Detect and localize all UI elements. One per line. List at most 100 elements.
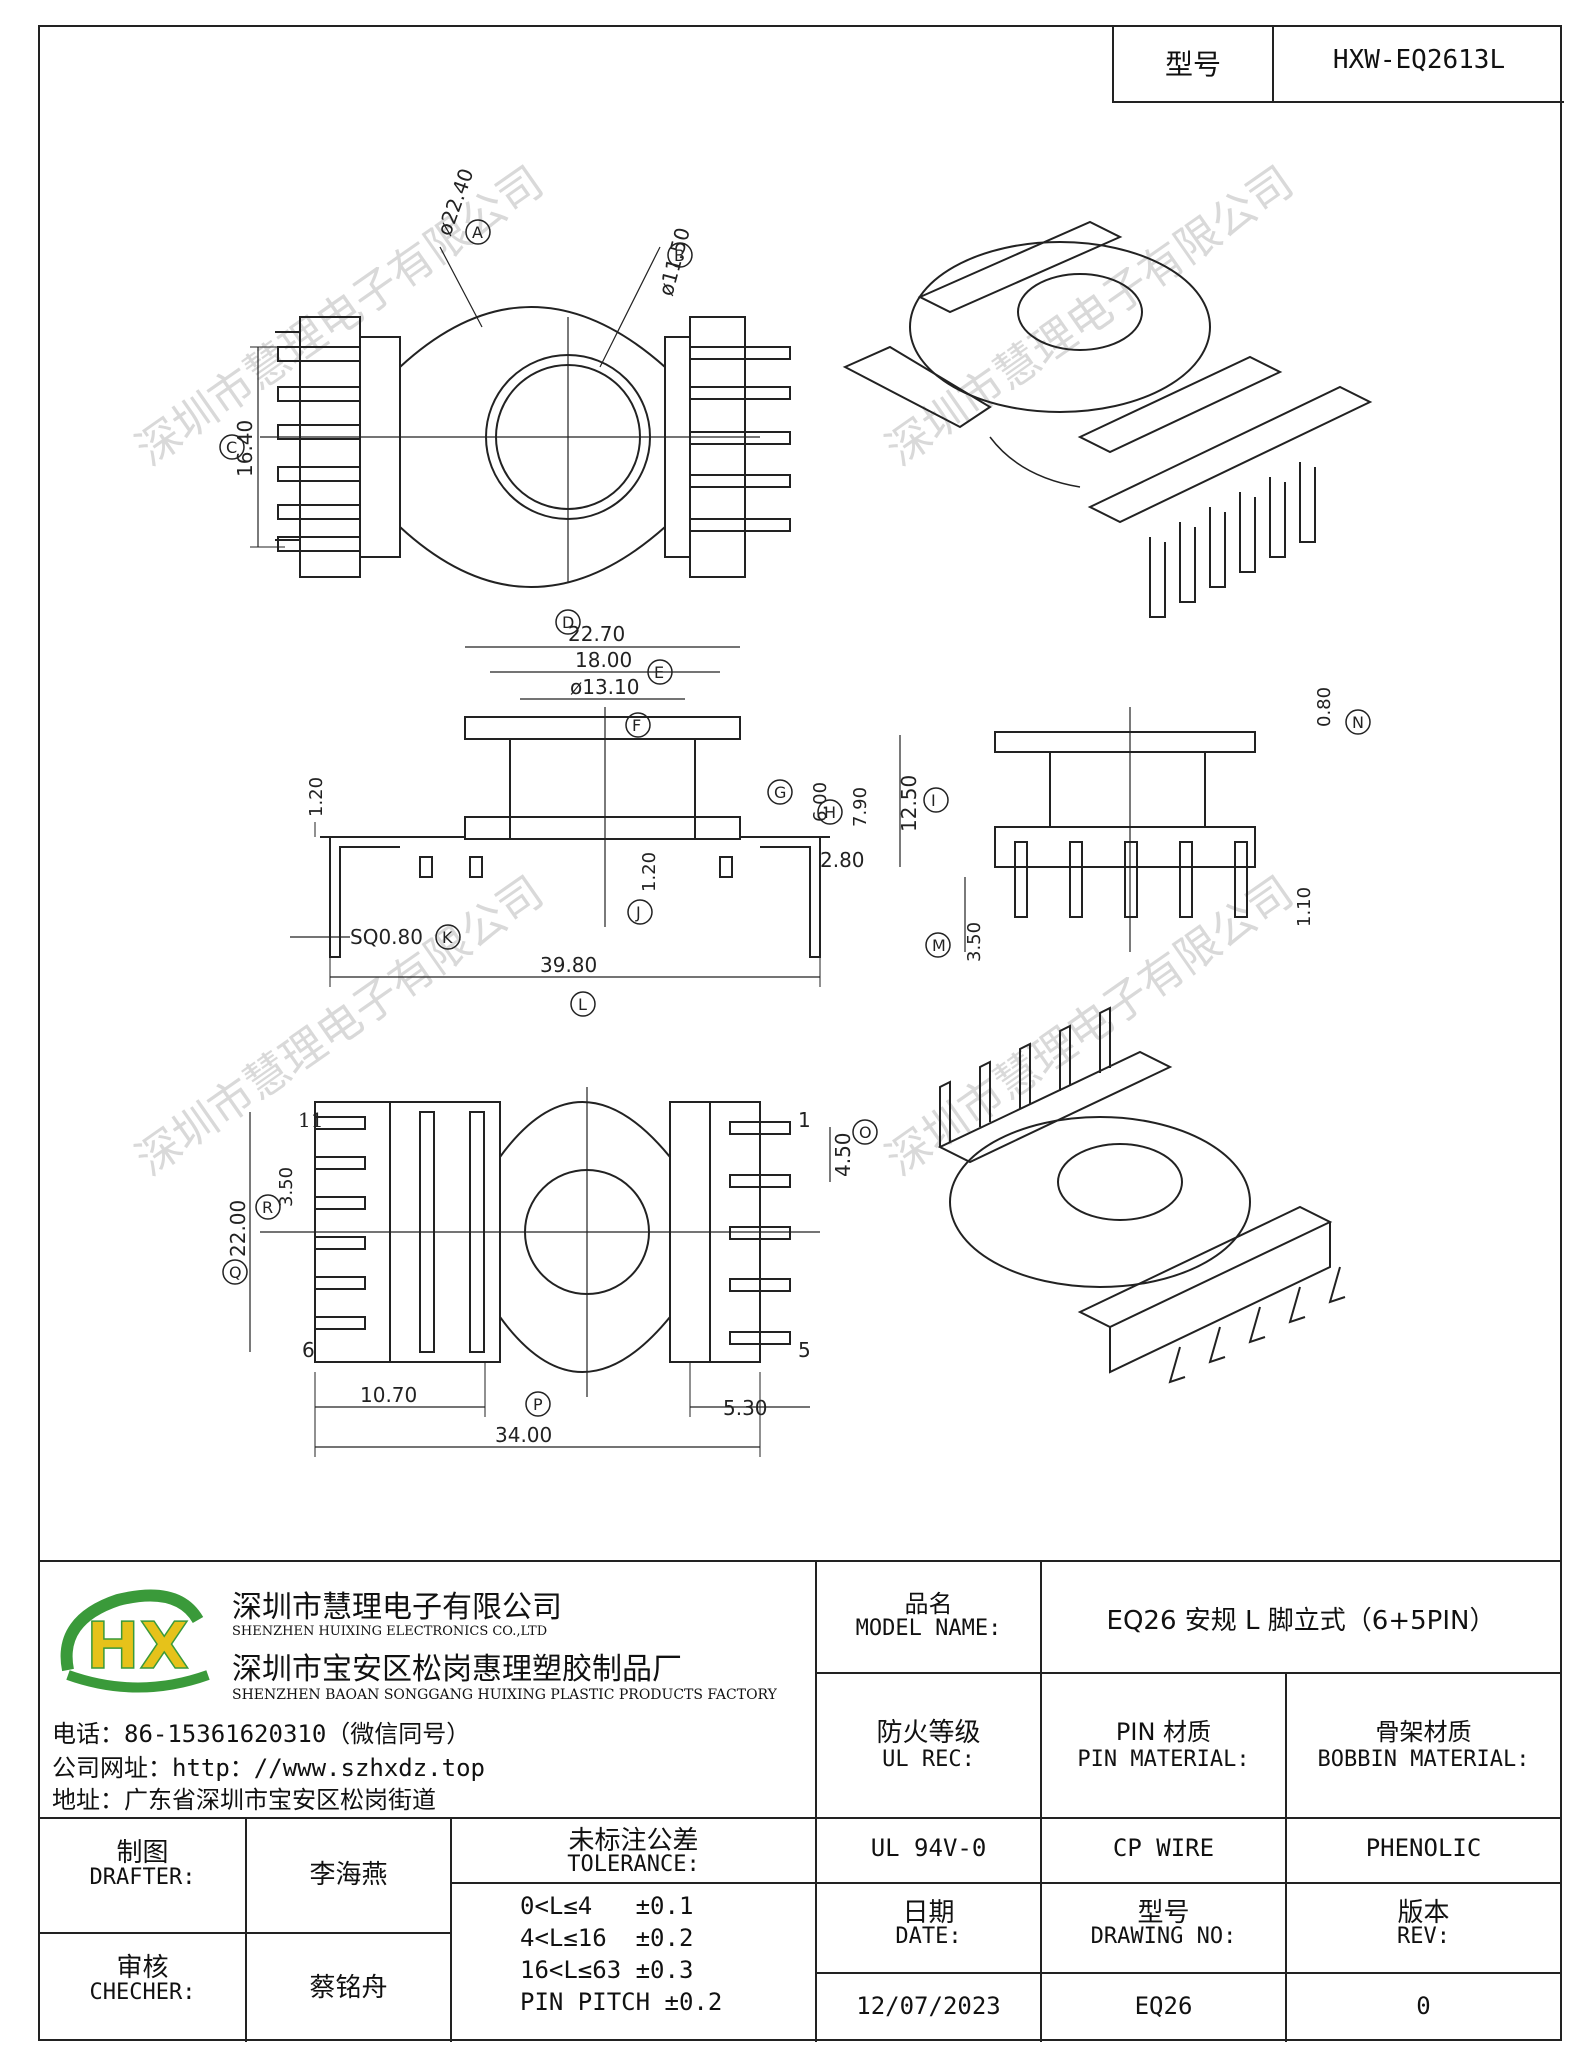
dim-flange: 1.20 bbox=[306, 777, 327, 817]
date-label-en: DATE: bbox=[895, 1924, 962, 1949]
product-name-label-cn: 品名 bbox=[904, 1590, 953, 1618]
rev-value: 0 bbox=[1416, 1992, 1431, 2020]
rev-label-en: REV: bbox=[1397, 1924, 1450, 1949]
checker-name: 蔡铭舟 bbox=[309, 1973, 388, 2003]
bobbin-material-value: PHENOLIC bbox=[1365, 1834, 1482, 1862]
mark-g: G bbox=[774, 783, 786, 802]
dim-d: 22.70 bbox=[568, 622, 625, 646]
tolerance-label-en: TOLERANCE: bbox=[567, 1852, 700, 1877]
date-label-cn: 日期 bbox=[902, 1898, 955, 1928]
drawing-no-label-en: DRAWING NO: bbox=[1090, 1924, 1237, 1949]
drawing-sheet: 型号 HXW-EQ2613L 深圳市慧理电子有限公司 深圳市慧理电子有限公司 深… bbox=[38, 25, 1564, 2042]
bottom-view-left-pins bbox=[314, 1116, 366, 1330]
factory-name-en: SHENZHEN BAOAN SONGGANG HUIXING PLASTIC … bbox=[232, 1687, 777, 1703]
dim-r: 3.50 bbox=[276, 1167, 297, 1207]
tolerance-row-2: 4<L≤16 ±0.2 bbox=[520, 1924, 694, 1952]
iso-view-bottom bbox=[937, 1006, 1346, 1384]
drawing-no-value: EQ26 bbox=[1134, 1992, 1193, 2020]
title-block: HX 深圳市慧理电子有限公司 SHENZHEN HUIXING ELECTRON… bbox=[40, 1560, 1560, 2042]
mark-a: A bbox=[472, 223, 483, 242]
top-view-right-pins bbox=[689, 346, 791, 532]
mark-f: F bbox=[632, 716, 641, 735]
bottom-view-right-pins bbox=[729, 1121, 791, 1345]
rev-label-cn: 版本 bbox=[1397, 1898, 1450, 1928]
bottom-view: 11 6 1 5 4.50 O 3.50 R 22.00 Q 10.70 5.3… bbox=[222, 1087, 878, 1457]
dim-m: 3.50 bbox=[964, 922, 985, 962]
dim-c: 16.40 bbox=[233, 420, 257, 477]
dim-h: 7.90 bbox=[850, 787, 871, 827]
company-name-en: SHENZHEN HUIXING ELECTRONICS CO.,LTD bbox=[232, 1624, 548, 1639]
fire-rating-label-en: UL REC: bbox=[882, 1747, 975, 1772]
dim-e: 18.00 bbox=[575, 648, 632, 672]
pin-material-value: CP WIRE bbox=[1112, 1834, 1215, 1862]
mark-k: K bbox=[442, 928, 453, 947]
dim-bottom: 1.10 bbox=[1294, 887, 1315, 927]
tolerance-row-4: PIN PITCH ±0.2 bbox=[520, 1988, 723, 2016]
company-website: 公司网址：http：//www.szhxdz.top bbox=[52, 1754, 485, 1782]
iso-view-top-pins bbox=[1149, 462, 1316, 618]
mark-d: D bbox=[562, 613, 574, 632]
pin-material-label-en: PIN MATERIAL: bbox=[1077, 1747, 1250, 1772]
front-view: 22.70 D 18.00 E ø13.10 F 6.00 G 7.90 H 1… bbox=[290, 609, 949, 1017]
mark-h: H bbox=[824, 803, 836, 822]
dim-q: 22.00 bbox=[226, 1200, 250, 1257]
tolerance-row-1: 0<L≤4 ±0.1 bbox=[520, 1892, 694, 1920]
side-view: 0.80 N 3.50 M 1.10 bbox=[925, 687, 1371, 962]
checker-label-cn: 审核 bbox=[116, 1953, 169, 1983]
mark-l: L bbox=[578, 995, 587, 1014]
model-value: HXW-EQ2613L bbox=[1332, 45, 1506, 75]
tolerance-label-cn: 未标注公差 bbox=[568, 1826, 699, 1856]
pin-6: 6 bbox=[302, 1338, 315, 1362]
pin-5: 5 bbox=[798, 1338, 811, 1362]
dim-p: 34.00 bbox=[495, 1423, 552, 1447]
dim-right: 5.30 bbox=[723, 1396, 768, 1420]
company-logo: HX bbox=[48, 1580, 218, 1700]
product-name-value: EQ26 安规 L 脚立式（6+5PIN） bbox=[1106, 1606, 1496, 1636]
drafter-label-cn: 制图 bbox=[116, 1838, 169, 1868]
tolerance-row-3: 16<L≤63 ±0.3 bbox=[520, 1956, 694, 1984]
dim-f: ø13.10 bbox=[570, 675, 640, 699]
company-address: 地址：广东省深圳市宝安区松岗街道 bbox=[52, 1786, 436, 1814]
fire-rating-value: UL 94V-0 bbox=[870, 1834, 987, 1862]
dim-n: 0.80 bbox=[1314, 687, 1335, 727]
side-view-pins bbox=[1014, 841, 1248, 918]
dim-j: 1.20 bbox=[639, 852, 660, 892]
mark-o: O bbox=[859, 1123, 872, 1142]
company-name-cn: 深圳市慧理电子有限公司 bbox=[232, 1590, 562, 1625]
model-label: 型号 bbox=[1164, 48, 1221, 81]
iso-view-top bbox=[842, 220, 1373, 618]
checker-label-en: CHECHER: bbox=[89, 1980, 196, 2005]
pin-11: 11 bbox=[298, 1108, 323, 1132]
dim-g: 6.00 bbox=[810, 782, 831, 822]
iso-view-bottom-pins bbox=[939, 1006, 1346, 1384]
mark-i: I bbox=[931, 791, 936, 810]
pin-material-label-cn: PIN 材质 bbox=[1115, 1718, 1212, 1746]
mark-p: P bbox=[533, 1395, 543, 1414]
date-value: 12/07/2023 bbox=[856, 1992, 1001, 2020]
dim-left: 10.70 bbox=[360, 1383, 417, 1407]
mark-q: Q bbox=[229, 1263, 242, 1282]
fire-rating-label-cn: 防火等级 bbox=[876, 1718, 981, 1748]
mark-r: R bbox=[262, 1198, 273, 1217]
model-header-box: 型号 HXW-EQ2613L bbox=[1112, 25, 1564, 103]
bobbin-material-label-en: BOBBIN MATERIAL: bbox=[1317, 1747, 1530, 1772]
watermark-2: 深圳市慧理电子有限公司 bbox=[877, 157, 1303, 476]
bobbin-material-label-cn: 骨架材质 bbox=[1375, 1718, 1472, 1746]
mark-e: E bbox=[654, 663, 664, 682]
mark-c: C bbox=[226, 438, 237, 457]
mark-n: N bbox=[1352, 713, 1364, 732]
technical-drawing: 深圳市慧理电子有限公司 深圳市慧理电子有限公司 深圳市慧理电子有限公司 深圳市慧… bbox=[127, 157, 1373, 1457]
factory-name-cn: 深圳市宝安区松岗惠理塑胶制品厂 bbox=[232, 1652, 682, 1687]
dim-o: 4.50 bbox=[831, 1132, 855, 1177]
top-view-left-pins bbox=[275, 331, 361, 552]
drafter-label-en: DRAFTER: bbox=[89, 1865, 196, 1890]
watermarks: 深圳市慧理电子有限公司 深圳市慧理电子有限公司 深圳市慧理电子有限公司 深圳市慧… bbox=[127, 157, 1303, 1186]
mark-j: J bbox=[635, 903, 641, 922]
mark-m: M bbox=[932, 936, 946, 955]
product-name-label-en: MODEL NAME: bbox=[855, 1616, 1002, 1641]
logo-text: HX bbox=[86, 1610, 189, 1684]
mark-b: B bbox=[674, 246, 685, 265]
dim-i: 12.50 bbox=[897, 775, 921, 832]
company-phone: 电话：86-15361620310（微信同号） bbox=[52, 1720, 471, 1748]
dim-k: SQ0.80 bbox=[350, 925, 423, 949]
